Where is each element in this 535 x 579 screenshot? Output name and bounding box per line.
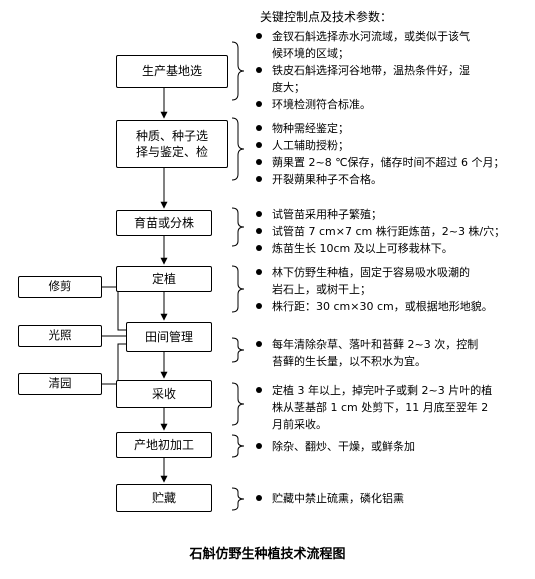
step-title: 采收 <box>151 386 176 401</box>
step-box-seedling: 育苗或分株 <box>116 210 212 236</box>
brace <box>231 337 245 363</box>
side-box-label: 光照 <box>48 328 72 343</box>
step-title: 产地初加工 <box>133 437 194 452</box>
bullet-item: 开裂蒴果种子不合格。 <box>254 171 530 188</box>
bullets-storage: 贮藏中禁止硫熏，磷化铝熏 <box>254 490 526 507</box>
bullets-harvest: 定植 3 年以上，掉完叶子或剩 2~3 片叶的植 株从茎基部 1 cm 处剪下，… <box>254 382 530 433</box>
bullets-seedling: 试管苗采用种子繁殖； 试管苗 7 cm×7 cm 株行距炼苗，2~3 株/穴； … <box>254 206 530 257</box>
bullets-planting: 林下仿野生种植，固定于容易吸水吸潮的 岩石上，或树干上； 株行距：30 cm×3… <box>254 264 526 315</box>
bullets-site-selection: 金钗石斛选择赤水河流域，或类似于该气 候环境的区域； 铁皮石斛选择河谷地带，温热… <box>254 28 526 113</box>
bullet-item: 定植 3 年以上，掉完叶子或剩 2~3 片叶的植 株从茎基部 1 cm 处剪下，… <box>254 382 530 433</box>
step-box-field-management: 田间管理 <box>126 322 212 352</box>
step-title: 育苗或分株 <box>133 215 194 230</box>
brace <box>231 207 245 247</box>
bullets-seed-selection: 物种需经鉴定； 人工辅助授粉； 蒴果置 2~8 ℃保存，储存时间不超过 6 个月… <box>254 120 530 188</box>
brace <box>231 382 245 426</box>
side-box-clearing: 清园 <box>18 373 102 395</box>
bullet-item: 铁皮石斛选择河谷地带，温热条件好，湿 度大； <box>254 62 526 96</box>
step-box-seed-selection: 种质、种子选 择与鉴定、检 <box>116 120 228 168</box>
step-title: 贮藏 <box>151 490 176 505</box>
step-box-planting: 定植 <box>116 266 212 292</box>
side-box-pruning: 修剪 <box>18 276 102 298</box>
bullets-field-management: 每年清除杂草、落叶和苔藓 2~3 次，控制 苔藓的生长量，以不积水为宜。 <box>254 336 526 370</box>
bullet-item: 蒴果置 2~8 ℃保存，储存时间不超过 6 个月； <box>254 154 530 171</box>
brace <box>231 265 245 313</box>
parameters-header: 关键控制点及技术参数： <box>260 10 393 24</box>
brace <box>231 434 245 458</box>
bullet-item: 试管苗采用种子繁殖； <box>254 206 530 223</box>
step-title: 生产基地选 <box>141 64 202 79</box>
brace <box>231 117 245 181</box>
bullet-item: 除杂、翻炒、干燥，或鲜条加 <box>254 438 526 455</box>
step-title: 田间管理 <box>144 329 193 344</box>
bullet-item: 试管苗 7 cm×7 cm 株行距炼苗，2~3 株/穴； <box>254 223 530 240</box>
step-box-storage: 贮藏 <box>116 484 212 512</box>
side-box-lighting: 光照 <box>18 325 102 347</box>
step-box-initial-processing: 产地初加工 <box>116 432 212 458</box>
bullet-item: 炼苗生长 10cm 及以上可移栽林下。 <box>254 240 530 257</box>
side-box-label: 修剪 <box>48 279 72 294</box>
side-connector <box>102 286 126 331</box>
step-box-site-selection: 生产基地选 <box>116 55 228 88</box>
step-title: 种质、种子选 择与鉴定、检 <box>135 128 208 159</box>
bullet-item: 林下仿野生种植，固定于容易吸水吸潮的 岩石上，或树干上； <box>254 264 526 298</box>
bullet-item: 环境检测符合标准。 <box>254 96 526 113</box>
side-connector <box>102 343 126 385</box>
bullet-item: 贮藏中禁止硫熏，磷化铝熏 <box>254 490 526 507</box>
brace <box>231 41 245 101</box>
bullets-initial-processing: 除杂、翻炒、干燥，或鲜条加 <box>254 438 526 455</box>
bullet-item: 每年清除杂草、落叶和苔藓 2~3 次，控制 苔藓的生长量，以不积水为宜。 <box>254 336 526 370</box>
bullet-item: 人工辅助授粉； <box>254 137 530 154</box>
bullet-item: 金钗石斛选择赤水河流域，或类似于该气 候环境的区域； <box>254 28 526 62</box>
bullet-item: 物种需经鉴定； <box>254 120 530 137</box>
figure-caption: 石斛仿野生种植技术流程图 <box>189 547 346 562</box>
side-box-label: 清园 <box>48 376 72 391</box>
brace <box>231 487 245 511</box>
bullet-item: 株行距：30 cm×30 cm，或根据地形地貌。 <box>254 298 526 315</box>
step-box-harvest: 采收 <box>116 380 212 408</box>
step-title: 定植 <box>151 271 176 286</box>
